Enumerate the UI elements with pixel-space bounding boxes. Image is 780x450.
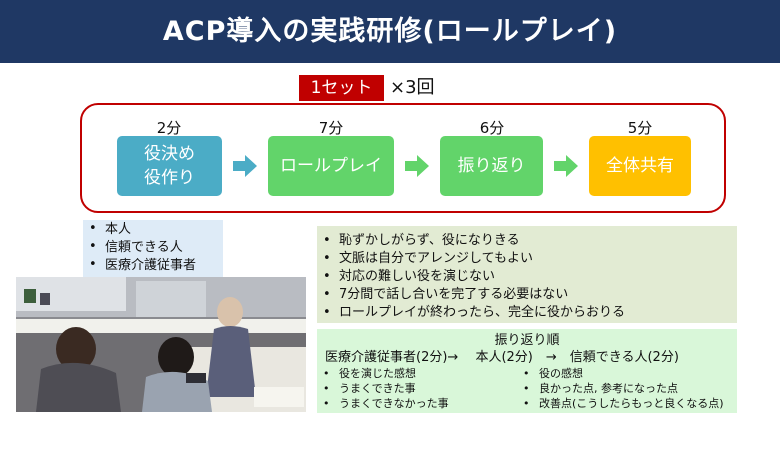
set-repeat-count: ×3回 (390, 77, 435, 98)
title-bar (0, 0, 780, 63)
arrow-right-icon (405, 155, 429, 177)
tip-item: 対応の難しい役を演じない (317, 268, 737, 286)
step-role-assign-box: 役決め 役作り (117, 136, 222, 196)
review-box: 振り返り順 医療介護従事者(2分)→ 本人(2分) → 信頼できる人(2分) 役… (317, 329, 737, 413)
arrow-right-icon (554, 155, 578, 177)
tip-item: 恥ずかしがらず、役になりきる (317, 232, 737, 250)
review-title: 振り返り順 (494, 333, 560, 348)
role-item: 信頼できる人 (83, 238, 223, 256)
step-time-role-assign: 2分 (156, 119, 182, 137)
training-photo (16, 277, 306, 412)
step-roleplay-box: ロールプレイ (268, 136, 394, 196)
roles-box: 本人 信頼できる人 医療介護従事者 (83, 220, 223, 278)
step-review-box: 振り返り (440, 136, 543, 196)
step-time-review: 6分 (479, 119, 505, 137)
step-roleplay-label: ロールプレイ (280, 156, 382, 176)
step-time-share: 5分 (627, 119, 653, 137)
role-item: 医療介護従事者 (83, 256, 223, 274)
step-review-label: 振り返り (457, 156, 526, 176)
step-role-assign-line1: 役決め (144, 144, 195, 164)
tips-box: 恥ずかしがらず、役になりきる 文脈は自分でアレンジしてもよい 対応の難しい役を演… (317, 226, 737, 323)
review-left-item: 役を演じた感想 (317, 366, 517, 381)
tip-item: 7分間で話し合いを完了する必要はない (317, 286, 737, 304)
step-share-box: 全体共有 (589, 136, 691, 196)
set-badge: 1セット (299, 75, 384, 101)
flow-frame (80, 103, 726, 213)
role-item: 本人 (83, 220, 223, 238)
tip-item: 文脈は自分でアレンジしてもよい (317, 250, 737, 268)
review-left-item: うまくできなかった事 (317, 396, 517, 411)
review-left-item: うまくできた事 (317, 381, 517, 396)
step-share-label: 全体共有 (606, 156, 674, 176)
review-order: 医療介護従事者(2分)→ 本人(2分) → 信頼できる人(2分) (325, 350, 679, 365)
arrow-right-icon (233, 155, 257, 177)
tip-item: ロールプレイが終わったら、完全に役からおりる (317, 304, 737, 322)
step-role-assign-line2: 役作り (144, 168, 195, 188)
page-title: ACP導入の実践研修(ロールプレイ) (162, 16, 618, 47)
review-right-item: 役の感想 (517, 366, 732, 381)
review-right-item: 改善点(こうしたらもっと良くなる点) (517, 396, 732, 411)
step-time-roleplay: 7分 (318, 119, 344, 137)
review-right-item: 良かった点, 参考になった点 (517, 381, 732, 396)
